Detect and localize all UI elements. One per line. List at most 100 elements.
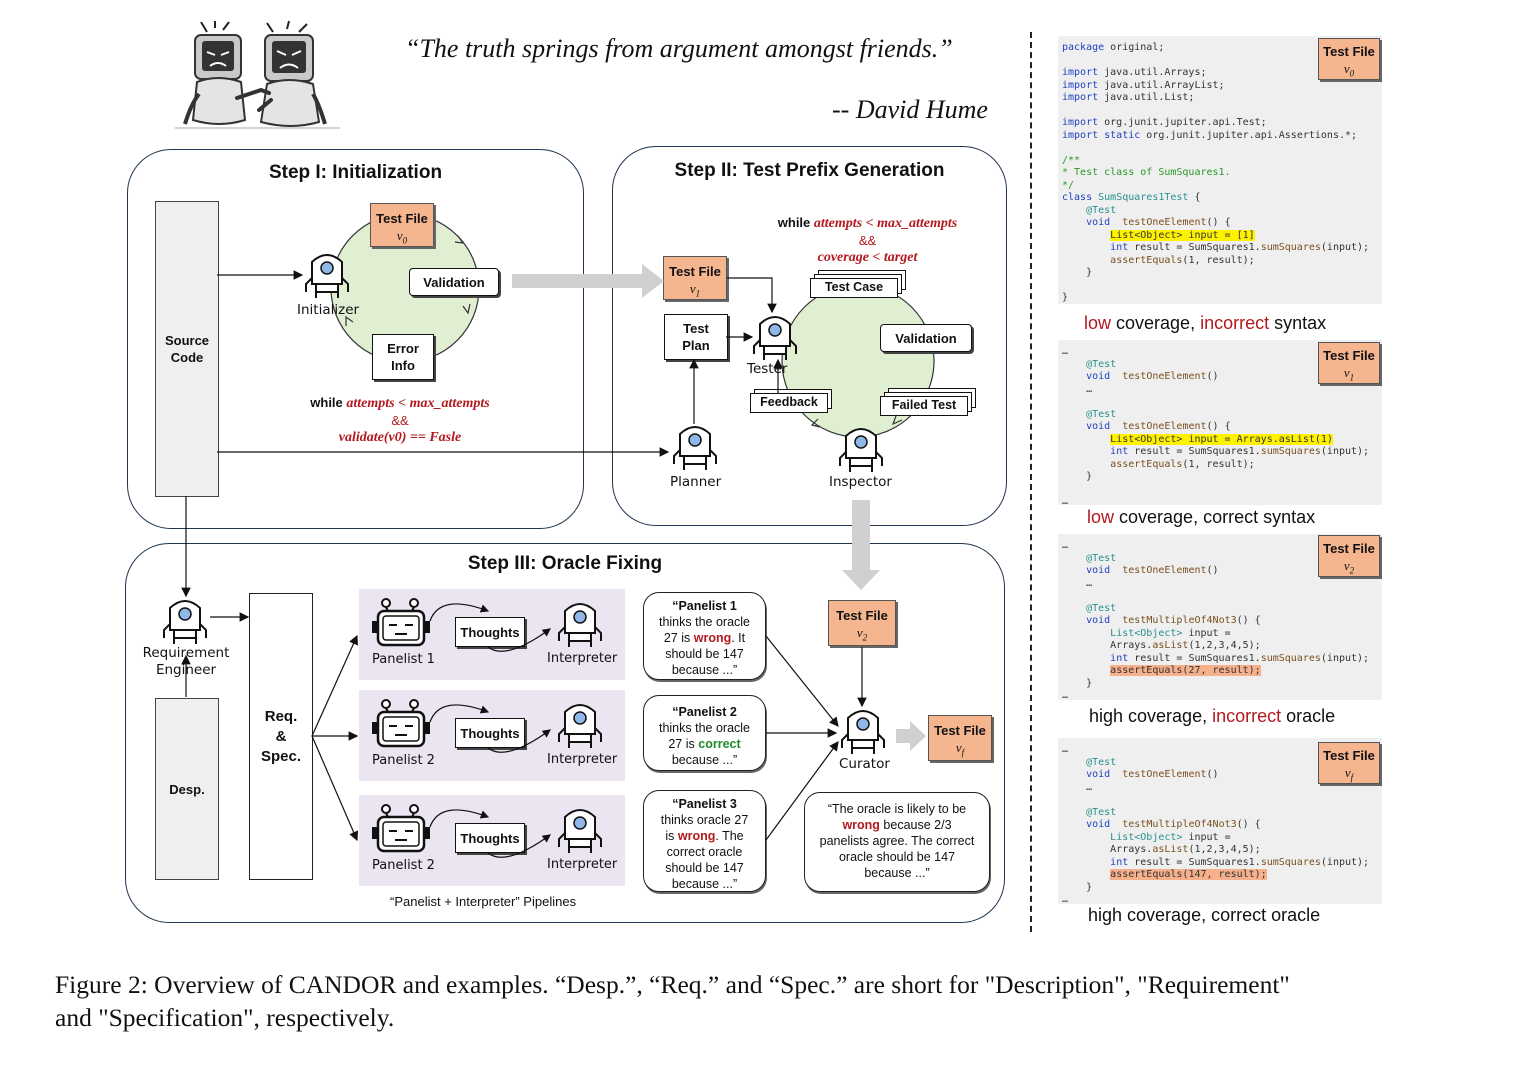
step2-cond-2: coverage < target	[817, 250, 918, 265]
badge3-version: vf	[1344, 765, 1354, 783]
feedback-label: Feedback	[750, 393, 828, 413]
example-caption-v0: low coverage, incorrect syntax	[1084, 313, 1326, 334]
bubble1-l3c: . It	[731, 631, 746, 645]
panelist-1-label: Panelist 1	[372, 652, 435, 667]
caption2-a: high coverage,	[1089, 706, 1213, 726]
panelist1-bubble: “Panelist 1 thinks the oracle 27 is wron…	[643, 592, 766, 680]
example-badge-v1: Test File v1	[1318, 342, 1380, 384]
interpreter-1-label: Interpreter	[547, 651, 618, 666]
source-code-label-2: Code	[170, 350, 204, 365]
thought-curves-3	[429, 809, 551, 858]
example-caption-v2: high coverage, incorrect oracle	[1089, 706, 1335, 727]
source-code-block: Source Code	[155, 201, 219, 497]
interpreter-3-robot-icon	[557, 807, 603, 860]
curator-bubble: “The oracle is likely to be wrong becaus…	[804, 792, 990, 892]
bubble2-l2: thinks the oracle	[658, 721, 751, 735]
test-plan-line1: Test	[683, 321, 709, 336]
thoughts-box-3: Thoughts	[455, 823, 525, 853]
bubble2-head: “Panelist 2	[672, 705, 737, 719]
error-info-line1: Error	[387, 341, 419, 356]
curator-l5: because ...”	[864, 866, 930, 880]
bubble2-l3a: 27 is	[668, 737, 699, 751]
thoughts-box-2: Thoughts	[455, 718, 525, 748]
quote-text: “The truth springs from argument amongst…	[405, 34, 953, 63]
bubble2-l4: because ...”	[671, 753, 738, 767]
step3-test-file-v2: Test File v2	[828, 600, 896, 646]
step2-cond-1: attempts < max_attempts	[813, 216, 958, 231]
step1-title: Step I: Initialization	[268, 162, 443, 183]
figure-caption-line1: Figure 2: Overview of CANDOR and example…	[55, 970, 1290, 999]
step2-loop-condition: while attempts < max_attempts && coverag…	[745, 214, 990, 266]
badge2-version: v2	[1343, 558, 1355, 576]
panelist3-bubble: “Panelist 3 thinks oracle 27 is wrong. T…	[643, 790, 766, 892]
curator-robot-icon	[841, 710, 885, 754]
step1-cond-1: attempts < max_attempts	[346, 396, 490, 411]
interpreter-1-robot-icon	[557, 601, 603, 654]
interpreter-2-robot-icon	[557, 702, 603, 755]
step3-test-file-vf-version: vf	[955, 740, 965, 758]
arguing-robots-illustration	[175, 20, 340, 129]
bubble1-l4: should be 147	[665, 647, 744, 661]
step2-validation-box: Validation	[880, 324, 972, 352]
step1-test-file-version: v0	[396, 228, 408, 246]
test-plan-line2: Plan	[682, 338, 710, 353]
initializer-robot-icon	[305, 254, 349, 298]
caption0-b: coverage,	[1111, 313, 1201, 333]
step3-test-file-v2-version: v2	[856, 625, 868, 643]
curator-l3: panelists agree. The correct	[819, 834, 975, 848]
step3-title: Step III: Oracle Fixing	[467, 553, 663, 574]
thought-curves-2	[429, 704, 551, 753]
step2-test-file-label: Test File	[669, 264, 721, 279]
diagram-arrows	[181, 264, 926, 842]
bubble3-l5: should be 147	[665, 861, 744, 875]
figure-caption: Figure 2: Overview of CANDOR and example…	[55, 968, 1290, 1034]
badge1-version: v1	[1343, 365, 1355, 383]
bubble3-l2: thinks oracle 27	[660, 813, 749, 827]
caption0-c: incorrect	[1200, 313, 1270, 333]
inspector-robot-icon	[839, 428, 883, 472]
example-badge-vf: Test File vf	[1318, 742, 1380, 784]
badge0-version: v0	[1343, 61, 1355, 79]
tester-robot-icon	[753, 316, 797, 360]
curator-wrong: wrong	[842, 818, 880, 832]
example-code-v0: package original; import java.util.Array…	[1058, 36, 1382, 304]
step1-loop-condition: while attempts < max_attempts && validat…	[275, 394, 525, 446]
requirement-engineer-robot-icon	[163, 600, 207, 644]
example-caption-v1: low coverage, correct syntax	[1087, 507, 1315, 528]
interpreter-2-label: Interpreter	[547, 752, 618, 767]
initializer-label: Initializer	[297, 302, 360, 318]
step3-test-file-vf-label: Test File	[934, 723, 986, 738]
badge1-label: Test File	[1323, 348, 1375, 363]
step2-cond-amp: &&	[858, 233, 877, 248]
panelist-2-label: Panelist 2	[372, 753, 435, 768]
curator-l4: oracle should be 147	[838, 850, 956, 864]
step1-test-file-label: Test File	[376, 211, 428, 226]
bubble2-correct: correct	[698, 737, 741, 751]
curator-l1: “The oracle is likely to be	[827, 802, 967, 816]
req-spec-line1: Req.	[264, 707, 298, 725]
req-engineer-line1: Requirement	[142, 645, 230, 661]
caption2-c: oracle	[1281, 706, 1336, 726]
curator-label: Curator	[839, 756, 890, 772]
thought-curves-1	[429, 603, 551, 652]
error-info-line2: Info	[391, 358, 415, 373]
badge0-label: Test File	[1323, 44, 1375, 59]
bubble3-head: “Panelist 3	[672, 797, 737, 811]
bubble1-l2: thinks the oracle	[658, 615, 751, 629]
quote-author: -- David Hume	[832, 95, 988, 124]
step2-test-file-version: v1	[689, 281, 701, 299]
req-spec-line2: &	[275, 727, 287, 745]
bubble3-l6: because ...”	[671, 877, 738, 891]
panelist-2-robot-icon	[372, 698, 430, 755]
source-code-label-1: Source	[164, 333, 210, 348]
panelist-1-robot-icon	[372, 597, 430, 654]
bubble1-l5: because ...”	[671, 663, 738, 677]
figure-caption-line2: and "Specification", respectively.	[55, 1003, 395, 1032]
example-caption-vf: high coverage, correct oracle	[1088, 905, 1320, 926]
bubble3-l3c: . The	[715, 829, 744, 843]
caption3-a: high coverage, correct oracle	[1088, 905, 1321, 925]
curator-l2b: because 2/3	[879, 818, 952, 832]
panelist2-bubble: “Panelist 2 thinks the oracle 27 is corr…	[643, 695, 766, 771]
vertical-divider	[1030, 32, 1032, 932]
step1-while: while	[310, 395, 343, 410]
